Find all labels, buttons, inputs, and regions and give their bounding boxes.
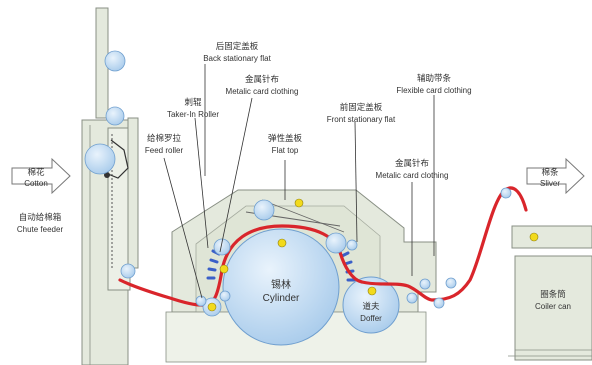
back-flat-label-zh: 后固定盖板 bbox=[216, 41, 259, 51]
back-flat-label-en: Back stationary flat bbox=[203, 54, 271, 63]
cotton-arrow bbox=[11, 157, 71, 195]
sliver-arrow bbox=[526, 157, 585, 195]
sliver-label-zh: 棉条 bbox=[541, 167, 559, 177]
front-flat-label-zh: 前固定盖板 bbox=[340, 102, 383, 112]
sliver-guide-roller bbox=[500, 187, 512, 199]
card-clothing-teeth bbox=[206, 249, 356, 282]
chute-feeder-label-zh: 自动给棉箱 bbox=[19, 212, 62, 222]
sliver-label-en: Sliver bbox=[540, 179, 560, 188]
flexible-clothing-label-en: Flexible card clothing bbox=[396, 86, 471, 95]
axle-dots bbox=[207, 198, 539, 312]
chute-mid-roller bbox=[105, 106, 125, 126]
cylinder-label-en: Cylinder bbox=[263, 293, 300, 304]
taker-in-label-zh: 刺辊 bbox=[184, 97, 202, 107]
takerin-upper-roller bbox=[213, 238, 231, 256]
metalic-clothing-2-label-en: Metalic card clothing bbox=[376, 171, 449, 180]
leader-lines bbox=[163, 64, 435, 299]
coiler-can-label-en: Coiler can bbox=[535, 302, 571, 311]
coiler-can bbox=[508, 225, 592, 361]
flat-top-label-zh: 弹性盖板 bbox=[268, 133, 303, 143]
flat-top-label-en: Flat top bbox=[272, 146, 299, 155]
doffer-label-zh: 道夫 bbox=[362, 301, 380, 311]
flexible-clothing-label-zh: 辅助带条 bbox=[417, 73, 452, 83]
feed-roller-label-zh: 给棉罗拉 bbox=[147, 133, 182, 143]
chute-top-roller bbox=[104, 50, 126, 72]
cotton-label-zh: 棉花 bbox=[27, 167, 45, 177]
doffer bbox=[342, 276, 400, 334]
chute-feeder-label-en: Chute feeder bbox=[17, 225, 64, 234]
rollers bbox=[84, 50, 512, 317]
front-flat-roller bbox=[325, 232, 347, 254]
coiler-can-label-zh: 圈条筒 bbox=[540, 289, 566, 299]
cylinder bbox=[222, 228, 340, 346]
doffer-label-en: Doffer bbox=[360, 314, 382, 323]
feed-roller-label-en: Feed roller bbox=[145, 146, 184, 155]
chute-beater-roller bbox=[84, 143, 116, 175]
cylinder-label-zh: 锡林 bbox=[271, 278, 291, 291]
metalic-clothing-1-label-zh: 金属针布 bbox=[245, 74, 279, 84]
cotton-label-en: Cotton bbox=[24, 179, 48, 188]
metalic-clothing-2-label-zh: 金属针布 bbox=[395, 158, 429, 168]
metalic-clothing-1-label-en: Metalic card clothing bbox=[226, 87, 299, 96]
front-flat-label-en: Front stationary flat bbox=[327, 115, 396, 124]
back-flat-roller bbox=[253, 199, 275, 221]
chute-delivery-roller bbox=[120, 263, 136, 279]
taker-in-label-en: Taker-In Roller bbox=[167, 110, 219, 119]
